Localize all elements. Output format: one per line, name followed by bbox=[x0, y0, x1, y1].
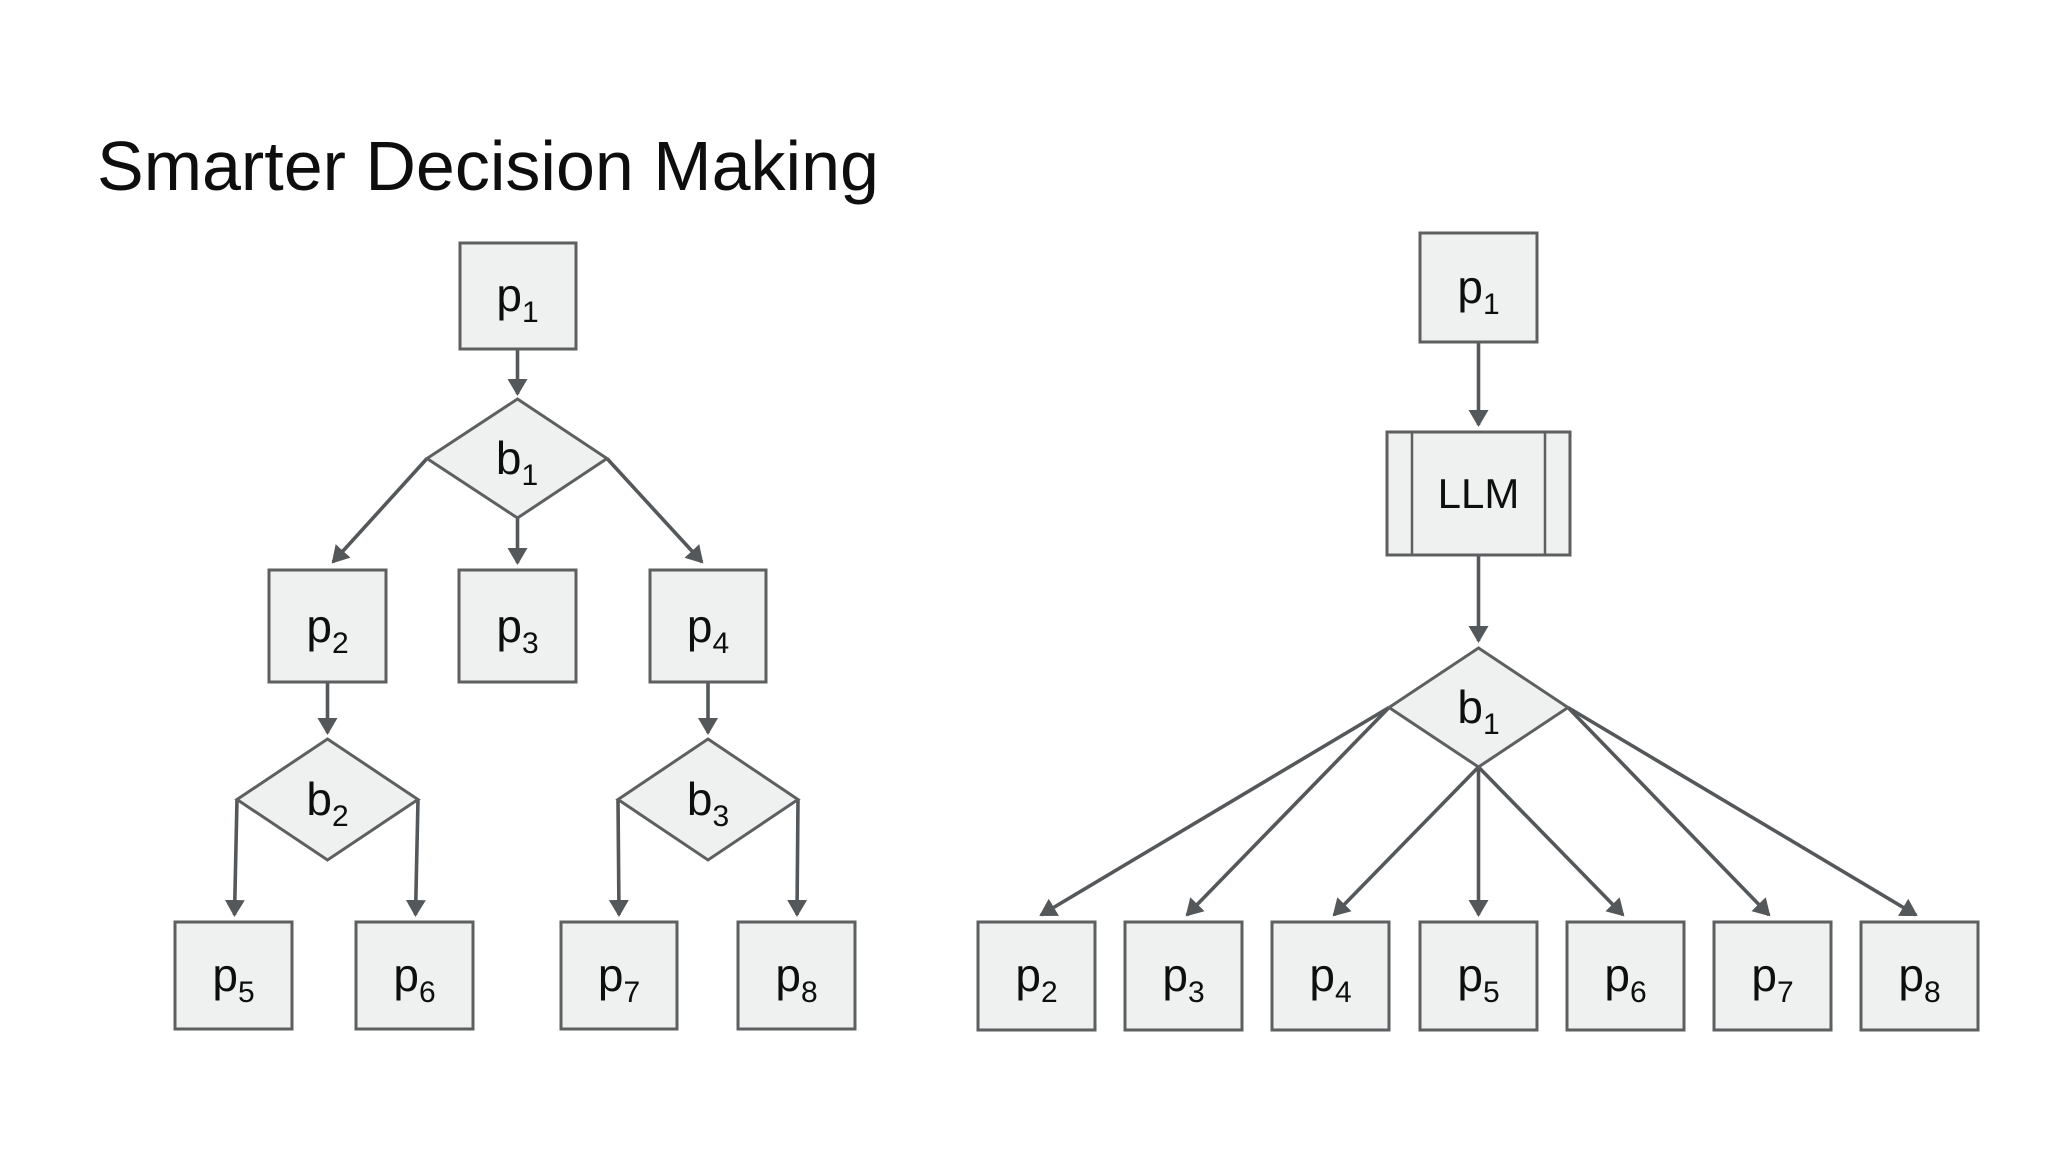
left-edge-b3-p8 bbox=[787, 799, 808, 917]
left-edge-b1-p2 bbox=[331, 457, 429, 564]
left-node-p2-box bbox=[267, 568, 388, 684]
left-node-p8-label: p8 bbox=[775, 949, 817, 1009]
right-node-b1-label: b1 bbox=[1457, 681, 1499, 741]
left-edge-b2-p5 bbox=[224, 799, 245, 917]
right-edge-b1-p2 bbox=[1039, 705, 1390, 917]
right-edge-b1-p4 bbox=[1332, 765, 1480, 917]
right-node-p1-label: p1 bbox=[1457, 261, 1499, 321]
right-node-p6-label: p6 bbox=[1604, 949, 1646, 1009]
right-node-p2-box bbox=[976, 920, 1097, 1032]
left-node-b2-diamond bbox=[234, 737, 421, 862]
left-node-p6-box bbox=[354, 920, 475, 1031]
right-node-p2-label: p2 bbox=[1015, 949, 1057, 1009]
left-node-p2-label: p2 bbox=[306, 600, 348, 660]
left-node-p1-label: p1 bbox=[496, 269, 538, 329]
left-node-b3-label: b3 bbox=[687, 773, 729, 833]
right-node-p7-label: p7 bbox=[1751, 949, 1793, 1009]
left-edge-b1-p4 bbox=[605, 457, 704, 564]
left-node-b2-label: b2 bbox=[306, 773, 348, 833]
page-title: Smarter Decision Making bbox=[97, 127, 879, 205]
right-node-p8-label: p8 bbox=[1898, 949, 1940, 1009]
right-node-p8-box bbox=[1859, 920, 1980, 1032]
llm-outer-rect bbox=[1385, 430, 1572, 557]
left-node-p5-box bbox=[173, 920, 294, 1031]
left-node-p7-box bbox=[559, 920, 679, 1031]
right-edge-b1-p6 bbox=[1477, 765, 1625, 917]
right-node-p5-box bbox=[1418, 920, 1539, 1032]
right-node-p1-box bbox=[1418, 231, 1539, 344]
right-node-p6-box bbox=[1565, 920, 1686, 1032]
right-node-p3-label: p3 bbox=[1162, 949, 1204, 1009]
right-node-p3-box bbox=[1123, 920, 1244, 1032]
left-edge-b2-p6 bbox=[405, 799, 426, 917]
right-node-p4-label: p4 bbox=[1309, 949, 1351, 1009]
left-node-p1-box bbox=[458, 241, 578, 351]
right-edge-b1-p8 bbox=[1567, 705, 1918, 917]
left-node-p8-box bbox=[736, 920, 857, 1031]
right-node-llm-box bbox=[1385, 430, 1572, 557]
left-node-p7-label: p7 bbox=[598, 949, 640, 1009]
right-node-p7-box bbox=[1712, 920, 1833, 1032]
left-node-p4-box bbox=[648, 568, 768, 684]
left-edge-b3-p7 bbox=[608, 799, 629, 917]
right-tree: p1 LLM b1 p2 p3 p4 p5 p6 p7 p8 bbox=[976, 231, 1980, 1032]
right-node-llm-label: LLM bbox=[1438, 470, 1520, 517]
left-node-b1-diamond bbox=[424, 397, 610, 520]
left-node-b1-label: b1 bbox=[496, 432, 538, 492]
left-node-p4-label: p4 bbox=[687, 600, 729, 660]
left-tree: p1 b1 p2 p3 p4 b2 b3 p5 p6 p7 p8 bbox=[173, 241, 857, 1031]
right-node-p5-label: p5 bbox=[1457, 949, 1499, 1009]
right-node-p4-box bbox=[1270, 920, 1391, 1032]
right-edge-b1-p3 bbox=[1185, 706, 1391, 917]
right-edge-b1-p7 bbox=[1566, 706, 1771, 917]
right-node-b1-diamond bbox=[1386, 646, 1571, 769]
left-node-p3-label: p3 bbox=[496, 600, 538, 660]
left-node-p6-label: p6 bbox=[393, 949, 435, 1009]
left-node-b3-diamond bbox=[615, 737, 801, 862]
left-node-p3-box bbox=[457, 568, 578, 684]
left-node-p5-label: p5 bbox=[212, 949, 254, 1009]
